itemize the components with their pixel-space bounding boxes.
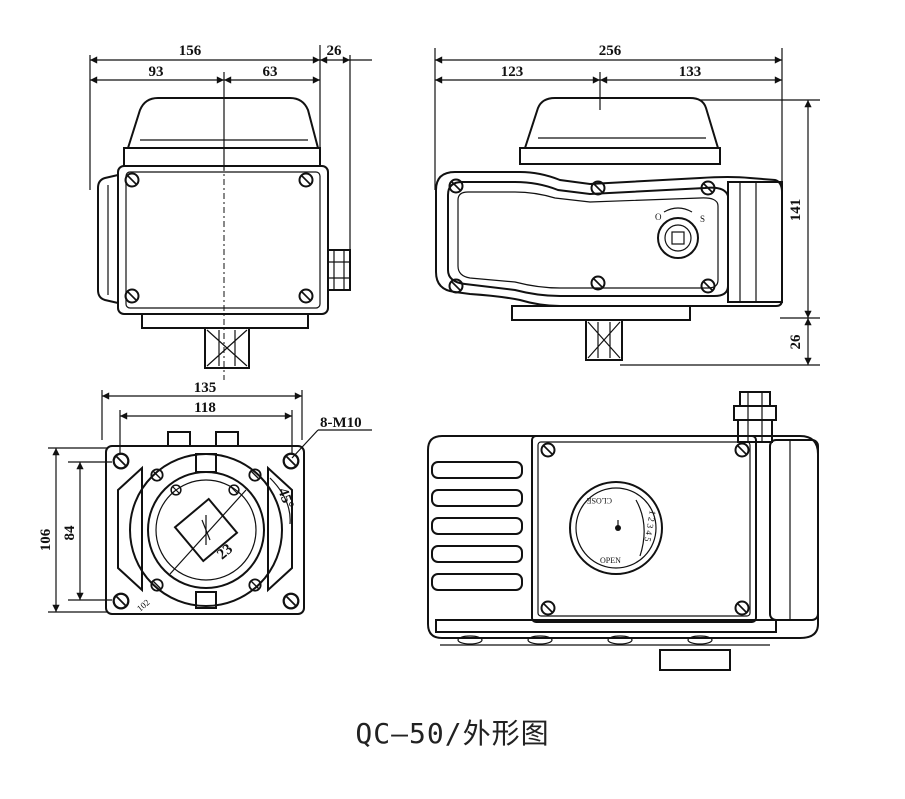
side-dim-height: 141 (788, 199, 804, 222)
bottom-dim-outer: 135 (194, 380, 217, 396)
side-dim-right: 133 (679, 64, 702, 80)
bottom-dim-inner: 118 (194, 400, 216, 416)
front-view-dimensions: 156 93 63 26 (89, 43, 372, 255)
front-housing (97, 95, 351, 380)
side-view-dimensions: 256 123 133 141 26 (434, 43, 820, 366)
bottom-bolt-label: 8-M10 (320, 415, 362, 431)
side-dial-o: O (655, 212, 662, 222)
side-housing: O S (435, 97, 783, 361)
front-view: 156 93 63 26 (89, 43, 372, 380)
bottom-dim-height-inner: 84 (62, 525, 78, 541)
side-dim-total: 256 (599, 43, 622, 59)
bottom-dim-height-outer: 106 (38, 528, 54, 551)
indicator-open-label: OPEN (600, 556, 621, 565)
rear-view: CLOSE OPEN 1 2 3 4 5 (427, 391, 819, 671)
front-dim-left: 93 (149, 64, 164, 80)
rear-cable-gland (733, 391, 777, 443)
bottom-dim-circle: 102 (135, 597, 152, 613)
side-view: 256 123 133 141 26 (434, 43, 820, 366)
indicator-close-label: CLOSE (587, 496, 612, 505)
bottom-dim-square: 23 (214, 541, 236, 563)
rear-housing (427, 435, 819, 671)
position-indicator: CLOSE OPEN 1 2 3 4 5 (569, 481, 663, 575)
side-dim-base: 26 (788, 334, 804, 350)
bottom-view: 135 118 106 84 8-M10 45° 23 102 (38, 380, 372, 615)
side-dim-left: 123 (501, 64, 524, 80)
bottom-angle-label: 45° (274, 486, 296, 511)
bottom-plate (105, 431, 305, 615)
indicator-scale: 1 2 3 4 5 (642, 510, 657, 543)
front-dim-total: 156 (179, 43, 202, 59)
front-dim-side: 26 (327, 43, 343, 59)
front-dim-right: 63 (263, 64, 278, 80)
bottom-view-dimensions: 135 118 106 84 8-M10 45° 23 102 (38, 380, 372, 614)
side-dial-s: S (700, 214, 705, 224)
drawing-caption: QC—50/外形图 (355, 717, 550, 750)
